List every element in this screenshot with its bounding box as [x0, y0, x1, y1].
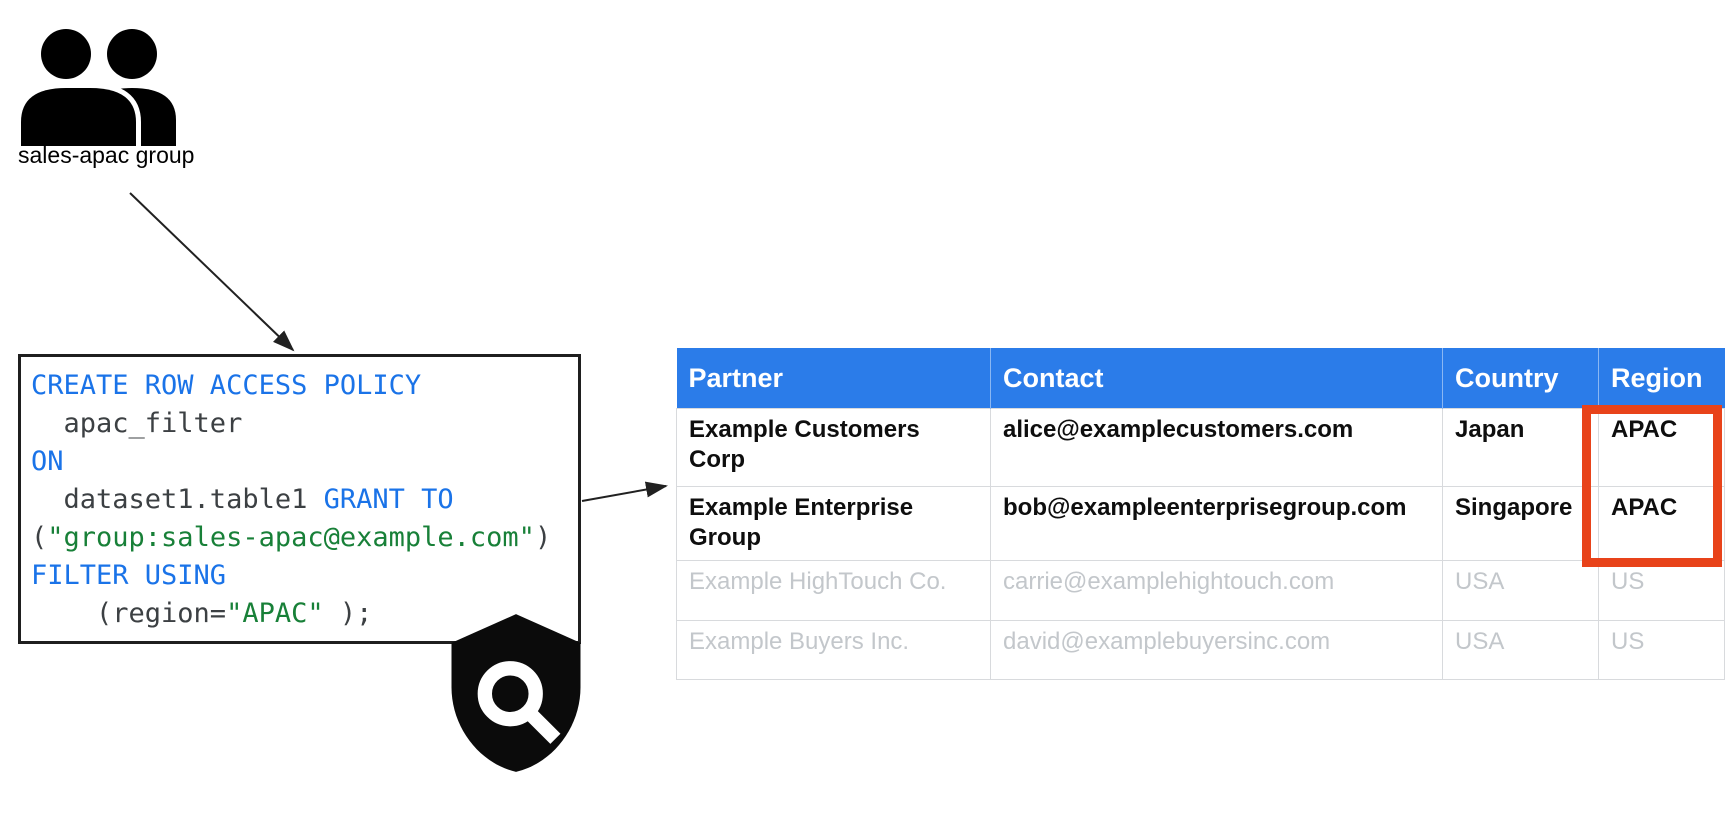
- code-line: apac_filter: [31, 408, 243, 439]
- table-row: Example HighTouch Co. carrie@examplehigh…: [676, 560, 1725, 621]
- shield-search-icon: [451, 614, 581, 772]
- code-line: (region="APAC" );: [31, 598, 373, 629]
- cell-partner: Example Enterprise Group: [676, 486, 991, 561]
- code-line: dataset1.table1 GRANT TO: [31, 484, 454, 515]
- cell-country: Japan: [1442, 408, 1599, 487]
- group-label: sales-apac group: [18, 142, 195, 168]
- header-cell-partner: Partner: [676, 348, 991, 409]
- cell-partner: Example Buyers Inc.: [676, 620, 991, 680]
- table-row: Example Customers Corp alice@examplecust…: [676, 408, 1725, 487]
- cell-partner: Example HighTouch Co.: [676, 560, 991, 621]
- cell-country: Singapore: [1442, 486, 1599, 561]
- code-line: ON: [31, 446, 64, 477]
- cell-contact: alice@examplecustomers.com: [990, 408, 1443, 487]
- table-header-row: Partner Contact Country Region: [676, 348, 1725, 409]
- table-row: Example Enterprise Group bob@exampleente…: [676, 486, 1725, 561]
- cell-region: APAC: [1598, 486, 1725, 561]
- cell-country: USA: [1442, 560, 1599, 621]
- arrow-policy-to-table: [581, 481, 668, 502]
- cell-region: US: [1598, 560, 1725, 621]
- cell-partner: Example Customers Corp: [676, 408, 991, 487]
- code-line: ("group:sales-apac@example.com"): [31, 522, 552, 553]
- cell-region: APAC: [1598, 408, 1725, 487]
- people-group-icon: [18, 26, 176, 146]
- header-cell-region: Region: [1598, 348, 1725, 409]
- header-cell-country: Country: [1442, 348, 1599, 409]
- cell-contact: david@examplebuyersinc.com: [990, 620, 1443, 680]
- cell-region: US: [1598, 620, 1725, 680]
- results-table: Partner Contact Country Region Example C…: [676, 348, 1725, 680]
- code-line: CREATE ROW ACCESS POLICY: [31, 370, 422, 401]
- table-row: Example Buyers Inc. david@examplebuyersi…: [676, 620, 1725, 680]
- cell-contact: bob@exampleenterprisegroup.com: [990, 486, 1443, 561]
- header-cell-contact: Contact: [990, 348, 1443, 409]
- code-line: FILTER USING: [31, 560, 227, 591]
- arrow-group-to-policy: [129, 192, 295, 352]
- cell-contact: carrie@examplehightouch.com: [990, 560, 1443, 621]
- cell-country: USA: [1442, 620, 1599, 680]
